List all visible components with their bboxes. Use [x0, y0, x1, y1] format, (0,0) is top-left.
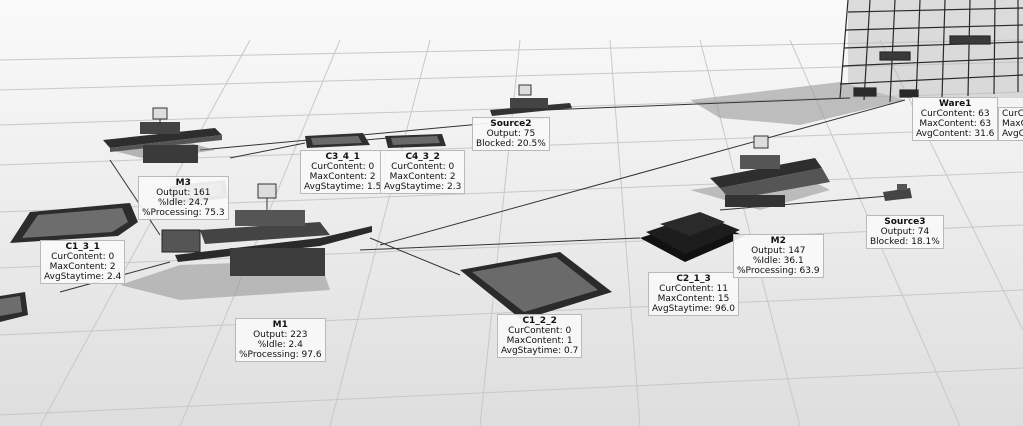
- label-c4-3-2-name: C4_3_2: [405, 152, 440, 162]
- label-m1-idle: %Idle: 2.4: [257, 340, 303, 350]
- source-source3[interactable]: [883, 184, 912, 201]
- label-c3-4-1-max: MaxContent: 2: [309, 172, 376, 182]
- label-ware2-partial: CurC MaxC AvgC: [998, 107, 1023, 141]
- label-m1-output: Output: 223: [253, 330, 308, 340]
- queue-c2-1-3[interactable]: [640, 212, 745, 262]
- label-m2-name: M2: [770, 236, 786, 246]
- label-c4-3-2: C4_3_2 CurContent: 0 MaxContent: 2 AvgSt…: [380, 150, 466, 194]
- rack-structure[interactable]: [839, 0, 1023, 103]
- label-source2-name: Source2: [490, 119, 532, 129]
- label-m3-processing: %Processing: 75.3: [142, 208, 225, 218]
- label-source3-name: Source3: [884, 217, 926, 227]
- label-m2-processing: %Processing: 63.9: [737, 266, 820, 276]
- label-ware1-name: Ware1: [938, 99, 972, 109]
- label-ware1-max: MaxContent: 63: [919, 119, 992, 129]
- label-m1-name: M1: [272, 320, 288, 330]
- source-source2[interactable]: [490, 84, 572, 116]
- queue-c1-3-1[interactable]: [10, 203, 138, 243]
- label-c3-4-1-name: C3_4_1: [325, 152, 360, 162]
- label-source2: Source2 Output: 75 Blocked: 20.5%: [472, 117, 550, 151]
- label-ware2-cur: CurC: [1002, 109, 1023, 119]
- label-m2-idle: %Idle: 36.1: [752, 256, 804, 266]
- label-c2-1-3-cur: CurContent: 11: [659, 284, 728, 294]
- label-source3-blocked: Blocked: 18.1%: [870, 237, 940, 247]
- label-c2-1-3-avg: AvgStaytime: 96.0: [652, 304, 736, 314]
- label-c2-1-3-name: C2_1_3: [676, 274, 711, 284]
- label-c1-3-1-cur: CurContent: 0: [51, 252, 115, 262]
- label-source2-output: Output: 75: [486, 129, 536, 139]
- label-m1-processing: %Processing: 97.6: [239, 350, 322, 360]
- label-m3-output: Output: 161: [156, 188, 211, 198]
- label-c3-4-1-avg: AvgStaytime: 1.5: [304, 182, 382, 192]
- machine-m1[interactable]: [120, 183, 372, 300]
- label-source2-blocked: Blocked: 20.5%: [476, 139, 546, 149]
- label-m3-name: M3: [175, 178, 191, 188]
- label-c1-3-1-max: MaxContent: 2: [49, 262, 116, 272]
- label-c1-2-2-max: MaxContent: 1: [506, 336, 573, 346]
- label-c1-2-2-avg: AvgStaytime: 0.7: [501, 346, 579, 356]
- label-ware2-max: MaxC: [1002, 119, 1023, 129]
- label-c1-2-2-cur: CurContent: 0: [508, 326, 572, 336]
- label-c1-2-2-name: C1_2_2: [522, 316, 557, 326]
- queue-c1-2-2[interactable]: [460, 252, 612, 320]
- label-m2: M2 Output: 147 %Idle: 36.1 %Processing: …: [733, 234, 824, 278]
- label-c1-3-1: C1_3_1 CurContent: 0 MaxContent: 2 AvgSt…: [40, 240, 126, 284]
- label-c2-1-3: C2_1_3 CurContent: 11 MaxContent: 15 Avg…: [648, 272, 740, 316]
- label-ware1: Ware1 CurContent: 63 MaxContent: 63 AvgC…: [912, 97, 999, 141]
- label-c3-4-1-cur: CurContent: 0: [311, 162, 375, 172]
- label-m1: M1 Output: 223 %Idle: 2.4 %Processing: 9…: [235, 318, 326, 362]
- label-c3-4-1: C3_4_1 CurContent: 0 MaxContent: 2 AvgSt…: [300, 150, 386, 194]
- label-m3: M3 Output: 161 %Idle: 24.7 %Processing: …: [138, 176, 229, 220]
- label-c4-3-2-max: MaxContent: 2: [389, 172, 456, 182]
- label-ware1-avg: AvgContent: 31.6: [916, 129, 995, 139]
- label-c4-3-2-cur: CurContent: 0: [391, 162, 455, 172]
- label-source3-output: Output: 74: [880, 227, 930, 237]
- queue-left-partial[interactable]: [0, 292, 28, 322]
- label-source3: Source3 Output: 74 Blocked: 18.1%: [866, 215, 944, 249]
- label-ware1-cur: CurContent: 63: [920, 109, 990, 119]
- machine-m2[interactable]: [690, 135, 830, 210]
- label-c1-2-2: C1_2_2 CurContent: 0 MaxContent: 1 AvgSt…: [497, 314, 583, 358]
- label-c2-1-3-max: MaxContent: 15: [657, 294, 730, 304]
- label-c1-3-1-name: C1_3_1: [65, 242, 100, 252]
- label-m2-output: Output: 147: [751, 246, 806, 256]
- queue-c4-3-2[interactable]: [385, 134, 446, 148]
- queue-c3-4-1[interactable]: [305, 133, 370, 148]
- label-ware2-avg: AvgC: [1002, 129, 1023, 139]
- connection-lines: [59, 97, 906, 293]
- label-m3-idle: %Idle: 24.7: [157, 198, 209, 208]
- label-c4-3-2-avg: AvgStaytime: 2.3: [384, 182, 462, 192]
- label-c1-3-1-avg: AvgStaytime: 2.4: [44, 272, 122, 282]
- machine-m3[interactable]: [103, 107, 222, 163]
